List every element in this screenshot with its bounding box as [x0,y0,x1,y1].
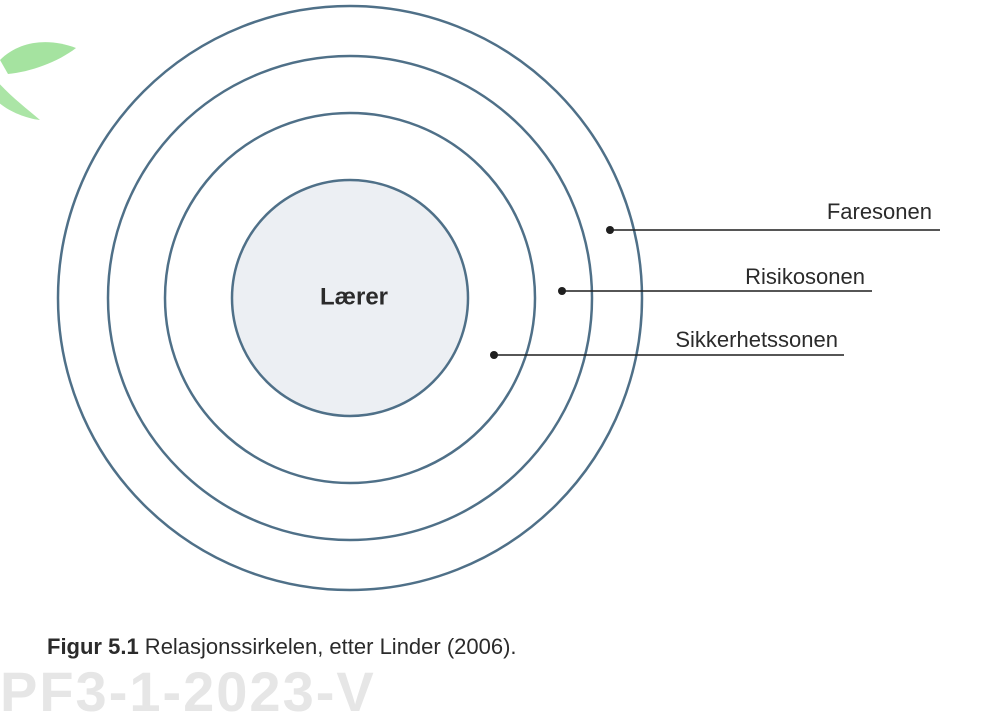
zone-label-risiko: Risikosonen [745,264,865,289]
figure-caption-text: Relasjonssirkelen, etter Linder (2006). [138,634,517,659]
inner-circle [163,111,537,485]
zone-leader-risiko [558,287,872,295]
zone-leader-sikkerhet [490,351,844,359]
zone-label-fare: Faresonen [827,199,932,224]
zone-leader-fare [606,226,940,234]
figure-caption: Figur 5.1 Relasjonssirkelen, etter Linde… [47,634,517,660]
relationship-circle-diagram: Lærer Faresonen Risikosonen Sikkerhetsso… [0,4,940,592]
leaf-logo-icon [0,42,76,120]
watermark: PF3-1-2023-V [0,660,376,723]
figure-number: Figur 5.1 [47,634,139,659]
middle-circle [106,54,594,542]
center-circle [230,178,470,418]
center-label: Lærer [320,283,388,310]
outer-circle [56,4,644,592]
zone-label-sikkerhet: Sikkerhetssonen [675,327,838,352]
